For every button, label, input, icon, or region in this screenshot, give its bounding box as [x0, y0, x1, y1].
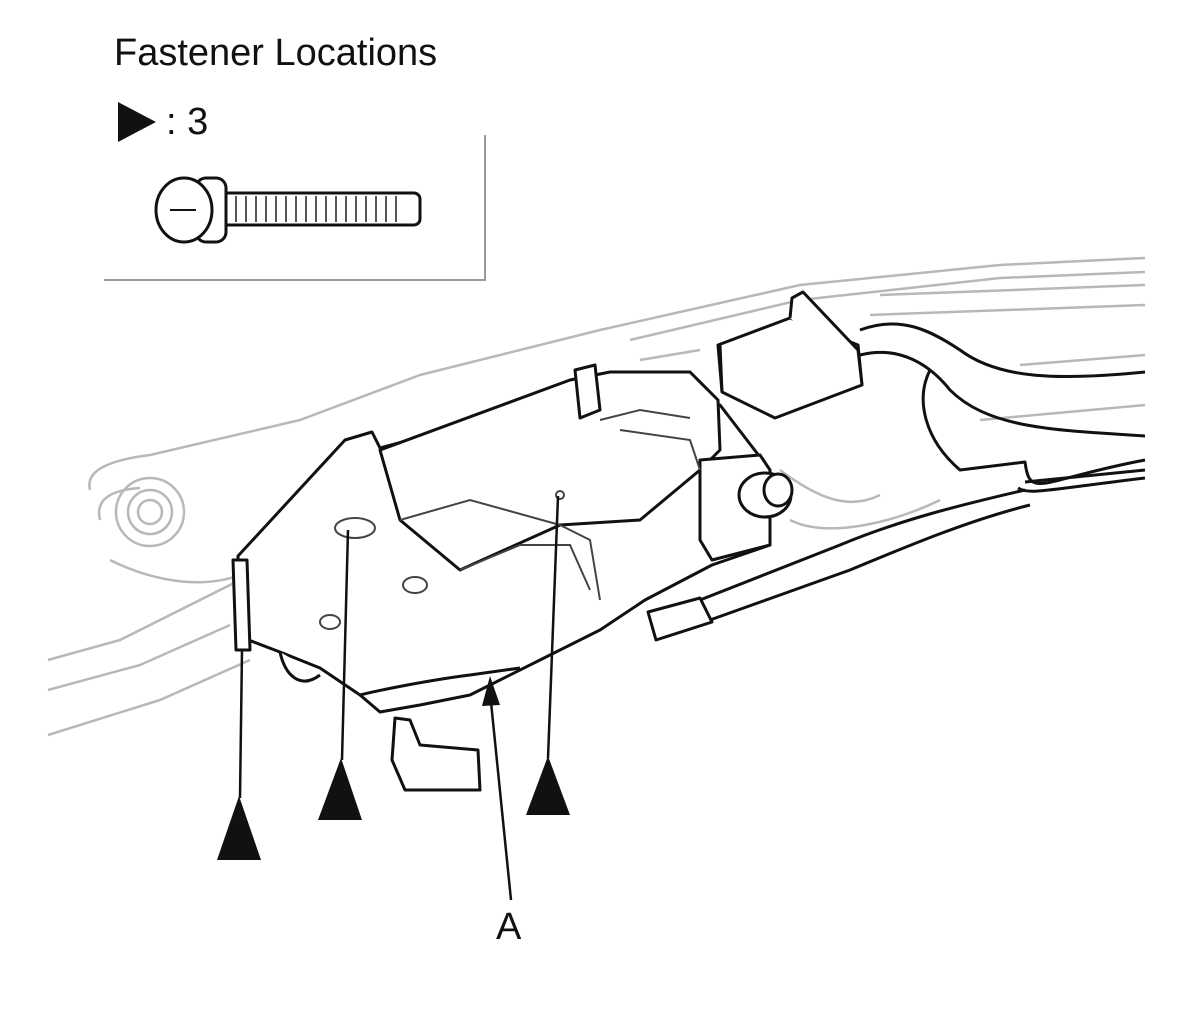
connector	[716, 290, 864, 420]
diagram-title: Fastener Locations	[114, 32, 438, 74]
callout-a-leader	[482, 676, 513, 901]
fastener-legend: : 3	[118, 100, 208, 144]
part-a-details	[319, 408, 701, 630]
mounting-boss	[114, 476, 186, 548]
fastener-marker-2	[318, 758, 362, 820]
fastener-marker-3	[526, 756, 570, 815]
fastener-count: : 3	[166, 100, 209, 143]
wire-harness	[646, 322, 1146, 642]
triangle-marker-icon	[118, 102, 156, 142]
callout-label-a: A	[496, 906, 522, 948]
fastener-markers	[217, 756, 570, 860]
fastener-marker-1	[217, 796, 261, 860]
fastener-leader-lines	[238, 495, 560, 799]
part-a-unit	[231, 363, 794, 792]
legend-inset-frame	[104, 135, 486, 281]
screw-icon	[154, 176, 422, 244]
background-frame	[47, 256, 1146, 737]
